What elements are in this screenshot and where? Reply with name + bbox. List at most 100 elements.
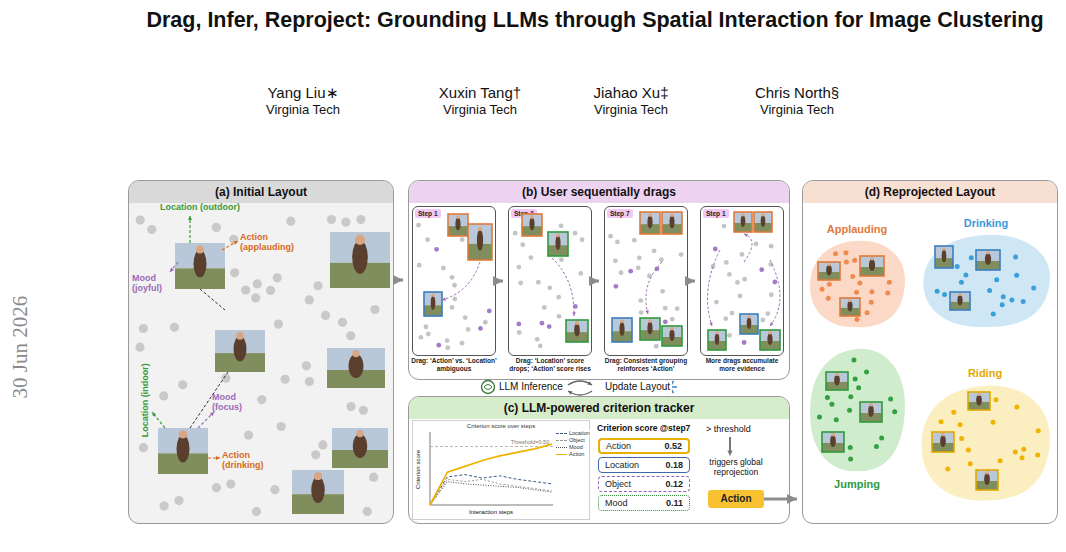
- photo-person: [177, 435, 190, 463]
- photo-frame: [976, 470, 998, 490]
- photo-face: [620, 320, 624, 324]
- criterion-name: Object: [605, 479, 631, 489]
- photo-person: [477, 229, 483, 251]
- author-name: Jiahao Xu‡: [561, 84, 701, 101]
- author-name: Chris North§: [727, 84, 867, 101]
- data-point: [229, 235, 238, 244]
- trigger-note: triggers global reprojection: [696, 458, 776, 478]
- photo-frame: [840, 298, 860, 316]
- data-point: [638, 298, 643, 303]
- data-point: [660, 289, 665, 294]
- photo-person: [352, 240, 368, 274]
- data-point: [963, 273, 968, 278]
- criterion-label: Action (applauding): [240, 232, 302, 253]
- photo-person: [669, 215, 674, 228]
- photo-frame: [950, 292, 970, 310]
- data-point: [452, 283, 457, 288]
- criterion-label: Mood (focus): [212, 392, 254, 413]
- loop-label: LLM Inference: [497, 381, 565, 393]
- data-point: [711, 264, 716, 269]
- data-point: [820, 287, 825, 292]
- photo-person: [669, 329, 674, 341]
- data-point: [559, 257, 564, 262]
- data-point: [520, 242, 525, 247]
- data-point: [772, 280, 777, 285]
- cluster-shape: [923, 235, 1050, 327]
- author-name: Yang Liu∗: [233, 84, 373, 101]
- data-point: [765, 311, 770, 316]
- step-caption: Drag: ‘Action’ vs. ‘Location’ ambiguous: [409, 357, 499, 373]
- data-point: [436, 343, 441, 348]
- data-point: [517, 330, 522, 335]
- photo-frame: [708, 330, 726, 350]
- data-point: [856, 385, 861, 390]
- photo-face: [196, 245, 204, 253]
- data-point: [722, 224, 727, 229]
- photo-frame: [662, 212, 682, 234]
- photo-person: [847, 301, 852, 312]
- data-point: [654, 344, 659, 349]
- photo-frame: [468, 224, 492, 260]
- data-point: [274, 320, 283, 329]
- axis-label: Criterion score: [415, 439, 422, 499]
- photo-person: [348, 354, 363, 378]
- data-point: [730, 311, 735, 316]
- photo-face: [431, 294, 434, 297]
- photo-frame: [932, 432, 954, 452]
- data-point: [266, 286, 275, 295]
- step-number: Step 7: [607, 209, 633, 218]
- data-point: [450, 275, 455, 280]
- photo-person: [311, 477, 325, 503]
- data-point: [257, 395, 266, 404]
- data-point: [338, 318, 347, 327]
- data-point: [160, 501, 169, 510]
- data-point: [170, 323, 179, 332]
- data-point: [769, 292, 774, 297]
- photo-frame: [424, 292, 442, 316]
- data-point: [885, 291, 890, 296]
- photo-face: [831, 433, 835, 437]
- data-point: [742, 340, 747, 345]
- data-point: [178, 380, 187, 389]
- data-point: [892, 409, 897, 414]
- data-point: [966, 448, 971, 453]
- photo-face: [848, 299, 851, 302]
- data-point: [1000, 302, 1005, 307]
- photo-person: [715, 333, 720, 345]
- photo-frame: [662, 326, 682, 346]
- criterion-name: Mood: [605, 498, 628, 508]
- criterion-name: Location: [605, 460, 639, 470]
- legend-line-sample: [556, 447, 567, 448]
- data-point: [518, 281, 523, 286]
- photo-person: [940, 435, 946, 447]
- legend-entry: Action: [556, 451, 584, 457]
- data-point: [341, 218, 350, 227]
- data-point: [639, 310, 644, 315]
- legend-line-sample: [556, 433, 567, 434]
- data-point: [827, 282, 832, 287]
- data-point: [740, 252, 745, 257]
- affiliation: Virginia Tech: [727, 103, 867, 118]
- photo-person: [957, 295, 962, 306]
- photo-face: [352, 350, 359, 357]
- data-point: [724, 260, 729, 265]
- data-point: [305, 377, 314, 386]
- photo-person: [976, 395, 982, 406]
- data-point: [281, 375, 290, 384]
- affiliation: Virginia Tech: [410, 103, 550, 118]
- data-point: [487, 308, 492, 313]
- loop-label: Update Layout: [603, 381, 672, 393]
- data-point: [935, 289, 940, 294]
- data-point: [425, 237, 430, 242]
- data-point: [663, 306, 668, 311]
- photo-person: [431, 296, 436, 310]
- data-point: [252, 507, 261, 516]
- data-point: [613, 284, 618, 289]
- panel-title: (c) LLM-powered criterion tracker: [409, 397, 789, 419]
- data-point: [1020, 455, 1025, 460]
- flow-arrow: [496, 280, 503, 283]
- data-point: [536, 280, 541, 285]
- flow-arrow: [688, 280, 695, 283]
- data-point: [851, 357, 856, 362]
